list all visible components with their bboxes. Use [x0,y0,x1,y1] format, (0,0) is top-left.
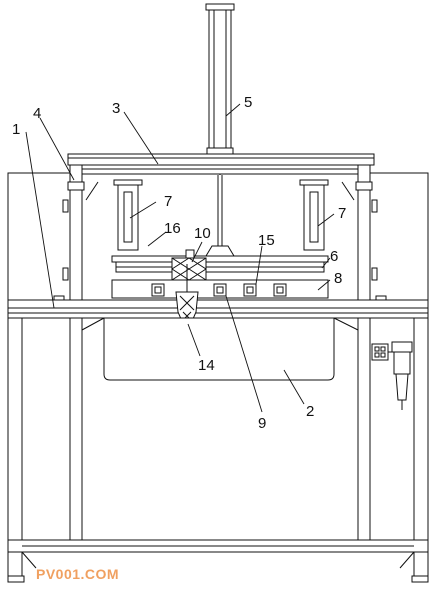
guide-rail-left [113,179,143,251]
leader-lines [25,103,335,413]
top-frame [67,153,375,175]
label-part-2: 2 [306,403,314,420]
collection-tray [100,317,338,381]
frame-legs [7,317,429,581]
upper-plate [111,255,329,273]
bottom-frame [7,539,429,583]
lower-plate [111,279,329,299]
inner-columns [62,164,378,301]
watermark-text: PV001.COM [36,566,119,582]
vertical-cylinder [205,3,235,175]
holder-block [171,249,207,281]
central-rod [205,175,235,257]
pneumatic-filter [371,341,413,410]
label-part-3: 3 [112,100,120,117]
label-part-16: 16 [164,220,181,237]
label-part-7-right: 7 [338,205,346,222]
label-part-6: 6 [330,248,338,265]
label-part-7-left: 7 [164,193,172,210]
label-part-5: 5 [244,94,252,111]
label-part-1: 1 [12,121,20,138]
label-part-8: 8 [334,270,342,287]
label-part-9: 9 [258,415,266,432]
label-part-15: 15 [258,232,275,249]
label-part-14: 14 [198,357,215,374]
part-labels: 1 4 3 5 7 7 16 10 15 6 8 14 9 2 [12,94,346,432]
label-part-10: 10 [194,225,211,242]
label-part-4: 4 [33,105,41,122]
guide-rail-right [299,179,329,251]
